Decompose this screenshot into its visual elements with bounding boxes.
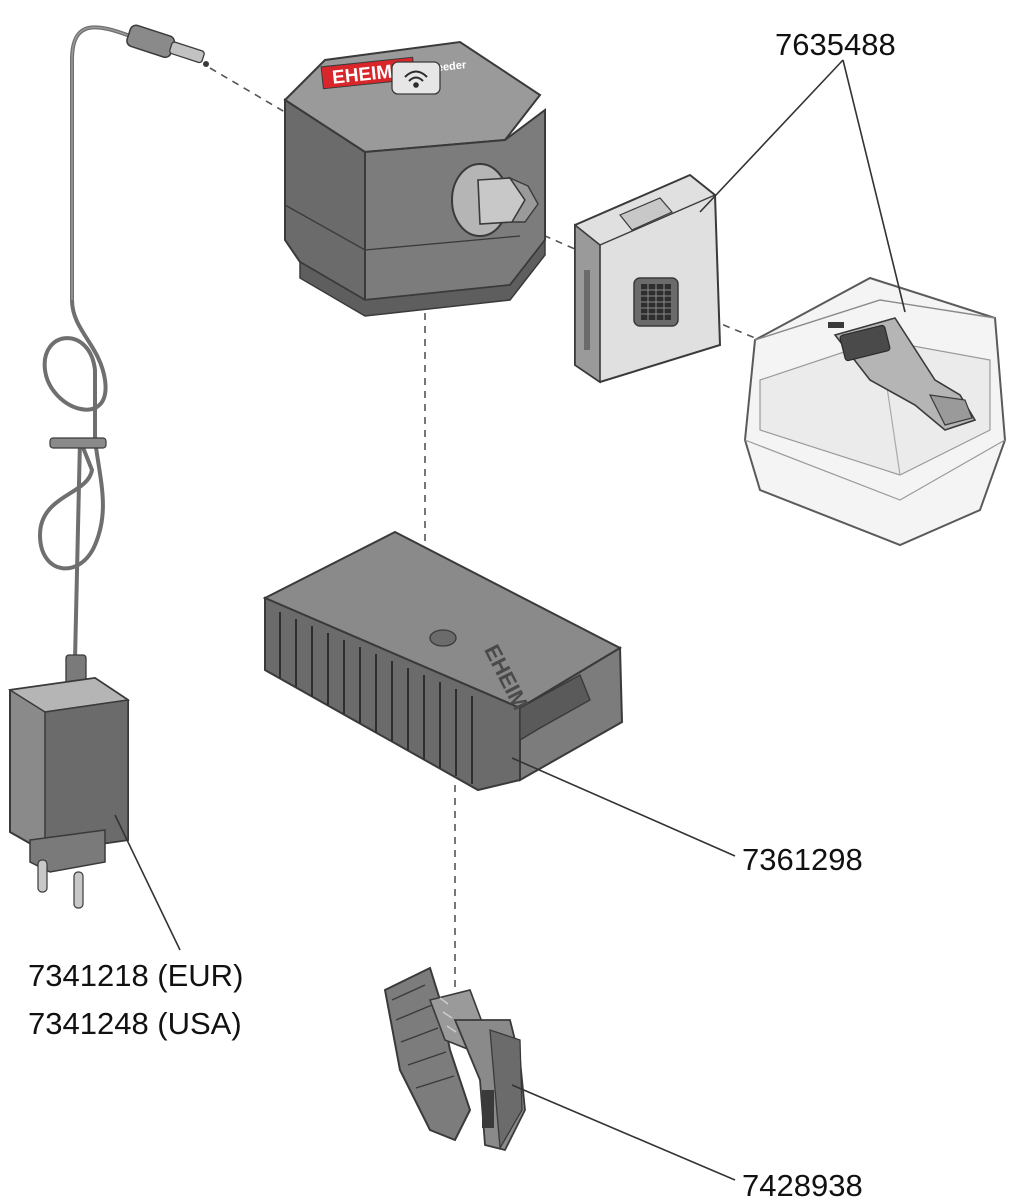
- drum-cartridge: [574, 173, 722, 384]
- dc-plug: [126, 24, 209, 67]
- power-cable-inner: [71, 26, 136, 300]
- adapter-prong-left: [37, 859, 48, 893]
- leader-feeder-base: [511, 757, 736, 857]
- label-clamp: 7428938: [742, 1168, 863, 1200]
- feeder-base: EHEIM: [262, 530, 624, 792]
- cable-tie: [49, 437, 107, 449]
- leader-clamp: [511, 1084, 736, 1181]
- leader-power-unit-container: [842, 59, 906, 313]
- label-power-unit: 7635488: [775, 27, 896, 62]
- cartridge-feed-grid: [633, 277, 679, 327]
- food-container: [743, 276, 1007, 547]
- leader-adapter: [114, 814, 181, 951]
- drive-shaft: [451, 163, 539, 237]
- part-labels: 7635488 7361298 7341218 (EUR) 7341248 (U…: [28, 27, 896, 1200]
- label-adapter-usa: 7341248 (USA): [28, 1006, 242, 1041]
- leader-power-unit-cartridge: [699, 59, 844, 213]
- power-adapter: [7, 676, 131, 909]
- power-cable: [37, 25, 136, 661]
- feeder-head-unit: EHEIM autofeeder: [283, 40, 546, 317]
- label-adapter-eur: 7341218 (EUR): [28, 958, 243, 993]
- mounting-clamp: [383, 966, 526, 1152]
- container-lid-slider: [833, 317, 977, 431]
- leader-lines: [114, 59, 906, 1181]
- wifi-icon: [404, 70, 428, 88]
- power-adapter-assembly: [7, 24, 209, 909]
- base-vents: [279, 612, 473, 784]
- label-feeder-base: 7361298: [742, 842, 863, 877]
- wifi-button: [391, 61, 441, 95]
- base-mount-hole: [429, 629, 457, 647]
- adapter-prong-right: [73, 871, 84, 909]
- guide-plug-to-head: [209, 67, 296, 119]
